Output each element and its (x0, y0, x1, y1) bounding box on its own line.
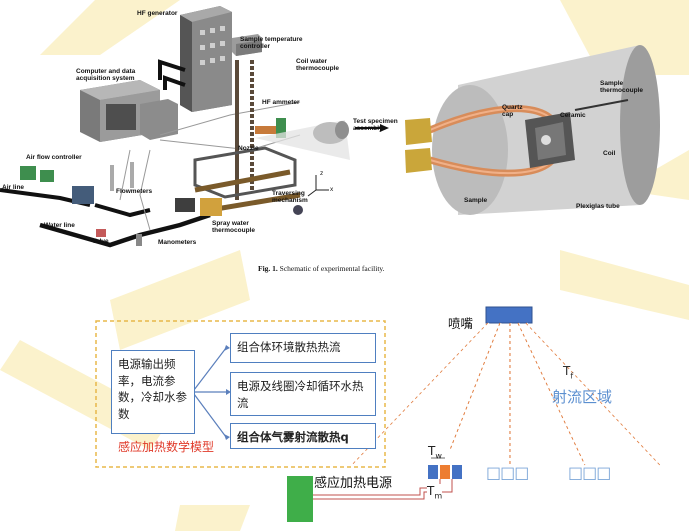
power-supply-label: 感应加热电源 (314, 476, 393, 491)
label-computer-daq: Computer and data acquisition system (76, 68, 136, 83)
label-traversing-mechanism: Traversing mechanism (272, 190, 308, 205)
model-output-3: 组合体气雾射流散热q (237, 430, 349, 444)
label-axis-z: z (320, 170, 324, 177)
tf-label: Tf (563, 364, 574, 381)
label-hf-ammeter: HF ammeter (262, 99, 300, 106)
label-flowmeters: Flowmeters (116, 188, 153, 195)
label-axis-x: x (330, 186, 334, 193)
label-coil: Coil (603, 150, 616, 157)
model-output-2: 电源及线圈冷却循环水热流 (237, 379, 364, 410)
model-inputs-box: 电源输出频率，电流参数，冷却水参数 (111, 350, 195, 434)
label-ceramic: Ceramic (560, 112, 586, 119)
label-coil-water-thermocouple: Coil water thermocouple (296, 58, 339, 73)
label-sample: Sample (464, 197, 488, 204)
model-output-box-1: 组合体环境散热热流 (230, 333, 376, 363)
label-sample-thermocouple: Sample thermocouple (600, 80, 643, 95)
jet-region-label: 射流区域 (552, 388, 613, 406)
model-inputs-text: 电源输出频率，电流参数，冷却水参数 (118, 357, 187, 422)
label-water-line: Water line (44, 222, 75, 229)
placeholder-glyphs-1: □□□ (486, 463, 529, 482)
label-quartz-cap: Quartz cap (502, 104, 523, 119)
experimental-facility-schematic (0, 6, 660, 248)
tm-label: Tm (427, 484, 443, 501)
figure-caption: Fig. 1. Schematic of experimental facili… (258, 264, 385, 273)
label-hf-generator: HF generator (137, 10, 178, 17)
label-test-specimen-assembly: Test specimen assembly (353, 118, 398, 133)
nozzle-label: 喷嘴 (448, 316, 474, 331)
label-air-line: Air line (2, 184, 25, 191)
placeholder-glyphs-2: □□□ (568, 463, 611, 482)
hf-generator-cabinet (180, 6, 232, 112)
label-air-flow-controller: Air flow controller (26, 154, 82, 161)
model-output-1: 组合体环境散热热流 (237, 340, 341, 354)
label-manometers: Manometers (158, 239, 197, 246)
label-spray-water-thermocouple: Spray water thermocouple (212, 220, 255, 235)
model-output-box-3: 组合体气雾射流散热q (230, 423, 376, 449)
label-plexiglas-tube: Plexiglas tube (576, 203, 620, 210)
model-title: 感应加热数学模型 (118, 440, 215, 454)
label-sample-temp-controller: Sample temperature controller (240, 36, 303, 51)
tw-label: Tw (428, 444, 442, 461)
label-valve: Valve (92, 238, 109, 245)
label-nozzle: Nozzle (238, 145, 259, 152)
model-output-box-2: 电源及线圈冷却循环水热流 (230, 372, 376, 416)
